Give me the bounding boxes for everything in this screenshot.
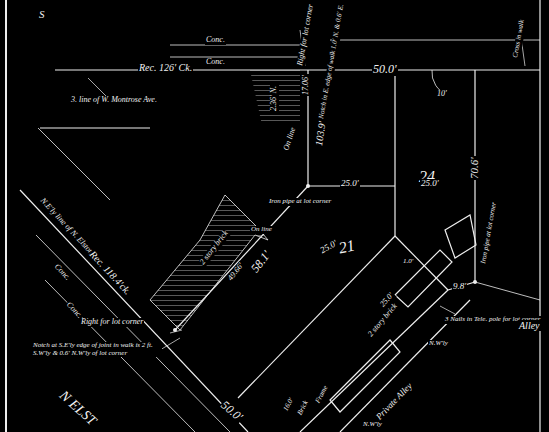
plat-label: 70.6' [468, 156, 480, 180]
plat-label: 58.1' [248, 248, 274, 276]
plat-label: S [38, 8, 46, 20]
plat-label: Notch in E. edge of walk 1.0' N. & 0.6' … [318, 3, 346, 121]
plat-label: Conc. [205, 58, 226, 67]
plat-label: Cross in walk [512, 18, 527, 59]
plat-label: Frame [314, 384, 330, 406]
plat-label: Alley [518, 320, 541, 331]
plat-label: 3. line of W. Montrose Ave. [70, 96, 158, 105]
plat-label: Conc. [205, 36, 226, 45]
plat-label: 10' [436, 90, 448, 99]
plat-label: 9.8' [452, 282, 467, 292]
plat-label: N.W'ly [428, 340, 449, 348]
plat-label: Right for lot corner [80, 318, 144, 327]
plat-label: Conc. [52, 262, 73, 283]
plat-label: 25.0' [420, 179, 440, 189]
plat-label: 25.0' [340, 179, 360, 189]
plat-label: Rec. 126' Ck. [138, 62, 193, 73]
plat-label: On line [282, 125, 298, 152]
plat-label: N ELST [56, 387, 100, 429]
plat-label: Rec. 118.4'ck. [87, 248, 134, 297]
plat-label: 2.36' N. [270, 85, 279, 112]
plat-label: On line [250, 226, 273, 234]
plat-label: 1.0' [402, 258, 414, 266]
plat-label: 50.0' [218, 398, 246, 425]
plat-label: Iron pipe at lot corner [268, 198, 332, 206]
plat-label: 16.0' [282, 396, 296, 414]
plat-label: Right for lot corner [296, 3, 316, 68]
plat-label: Private Alley [374, 381, 415, 423]
plat-label: Brick [296, 399, 311, 418]
plat-label: N.W'ly [362, 421, 383, 429]
plat-label: 103.9' [313, 120, 328, 148]
plat-label: 50.0' [372, 63, 398, 76]
plat-label: 25.0' [318, 238, 340, 256]
plat-label: 17.06' [302, 74, 311, 96]
plat-label: Notch at S.E'ly edge of joint in walk is… [32, 342, 162, 357]
plat-label: Iron pipe at lot corner [480, 201, 499, 266]
